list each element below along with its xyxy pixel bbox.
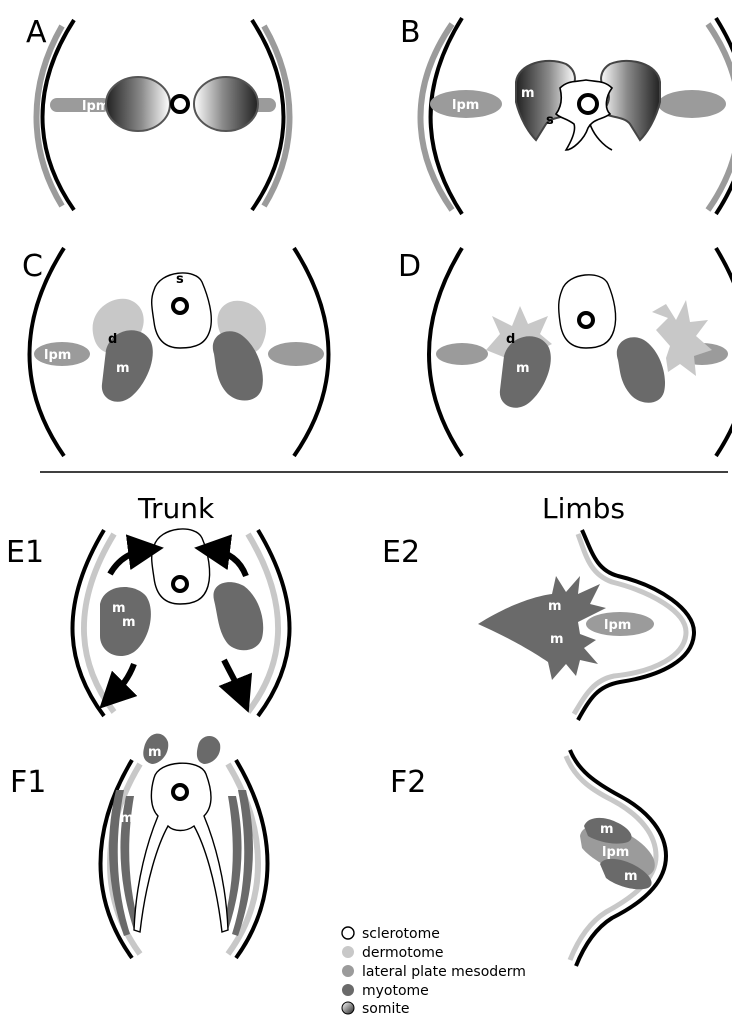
legend-swatch-dermotome <box>342 946 354 958</box>
myotome-limb-mass <box>478 576 606 680</box>
somite-right <box>194 77 258 131</box>
panel-e1: E1 m m <box>6 529 290 716</box>
legend-label-lpm: lateral plate mesoderm <box>362 964 526 980</box>
ectoderm-left <box>421 24 453 210</box>
notochord <box>173 299 187 313</box>
sclerotome-label: s <box>546 113 554 128</box>
panel-label-a: A <box>26 15 47 50</box>
legend-label-myotome: myotome <box>362 983 429 999</box>
migration-arrow-down-right <box>224 660 242 696</box>
legend-item-somite: somite <box>342 1001 410 1016</box>
myotome-label: m <box>116 361 130 376</box>
notochord <box>172 96 188 112</box>
panel-a: A lpm lpm <box>26 15 290 210</box>
panel-label-c: C <box>22 249 43 284</box>
panel-label-e1: E1 <box>6 535 44 570</box>
panel-b: B lpm m s <box>400 15 732 214</box>
legend-swatch-lpm <box>342 965 354 977</box>
panel-e2: E2 m m lpm <box>382 530 694 720</box>
notochord <box>173 577 187 591</box>
notochord <box>173 785 187 799</box>
legend-swatch-sclerotome <box>342 927 354 939</box>
legend-label-somite: somite <box>362 1001 410 1016</box>
sclerotome-forming <box>556 80 612 150</box>
legend-item-dermotome: dermotome <box>342 945 444 961</box>
myotome-label-2: m <box>122 615 136 630</box>
somite-right <box>600 61 660 140</box>
dermotome-label: d <box>108 332 117 347</box>
legend-swatch-somite <box>342 1002 354 1014</box>
myotome-label-1: m <box>112 601 126 616</box>
legend-item-myotome: myotome <box>342 983 429 999</box>
migration-arrow-up-right <box>212 550 246 576</box>
legend-label-sclerotome: sclerotome <box>362 926 440 942</box>
myotome-label-2: m <box>120 811 134 826</box>
lpm-label: lpm <box>452 98 479 113</box>
myotome-label-1: m <box>148 745 162 760</box>
migration-arrow-up-left <box>110 550 146 574</box>
legend-label-dermotome: dermotome <box>362 945 444 961</box>
panel-label-b: B <box>400 15 421 50</box>
lpm-right <box>268 342 324 366</box>
notochord <box>579 95 597 113</box>
section-title-limbs: Limbs <box>542 492 625 525</box>
panel-label-d: D <box>398 249 421 284</box>
panel-d: D d m <box>398 248 732 456</box>
notochord <box>579 313 593 327</box>
lpm-label: lpm <box>604 618 631 633</box>
legend-swatch-myotome <box>342 984 354 996</box>
panel-f1: F1 m m <box>10 734 268 958</box>
myotome-label-2: m <box>550 632 564 647</box>
legend: sclerotome dermotome lateral plate mesod… <box>342 926 526 1016</box>
sclerotome-edge <box>590 124 612 150</box>
myotome-label: m <box>521 86 535 101</box>
section-title-trunk: Trunk <box>137 492 215 525</box>
myotome-right <box>617 337 665 403</box>
myotome-right <box>213 582 263 650</box>
myotome-label-1: m <box>548 599 562 614</box>
lpm-label: lpm <box>602 845 629 860</box>
lpm-label: lpm <box>44 348 71 363</box>
dermotome-label: d <box>506 332 515 347</box>
panel-label-e2: E2 <box>382 535 420 570</box>
lpm-right <box>658 90 726 118</box>
lpm-left <box>436 343 488 365</box>
panel-label-f1: F1 <box>10 765 46 800</box>
migration-arrow-down-left <box>112 664 134 696</box>
sclerotome-label: s <box>176 272 184 287</box>
myotome-label: m <box>516 361 530 376</box>
legend-item-sclerotome: sclerotome <box>342 926 440 942</box>
myotome-label-1: m <box>600 822 614 837</box>
panel-label-f2: F2 <box>390 765 426 800</box>
panel-c: C lpm s d m <box>22 248 329 456</box>
myotome-label-2: m <box>624 869 638 884</box>
ectoderm-right <box>708 24 732 210</box>
somite-left <box>106 77 170 131</box>
legend-item-lpm: lateral plate mesoderm <box>342 964 526 980</box>
epaxial-myotome-right <box>197 736 220 764</box>
